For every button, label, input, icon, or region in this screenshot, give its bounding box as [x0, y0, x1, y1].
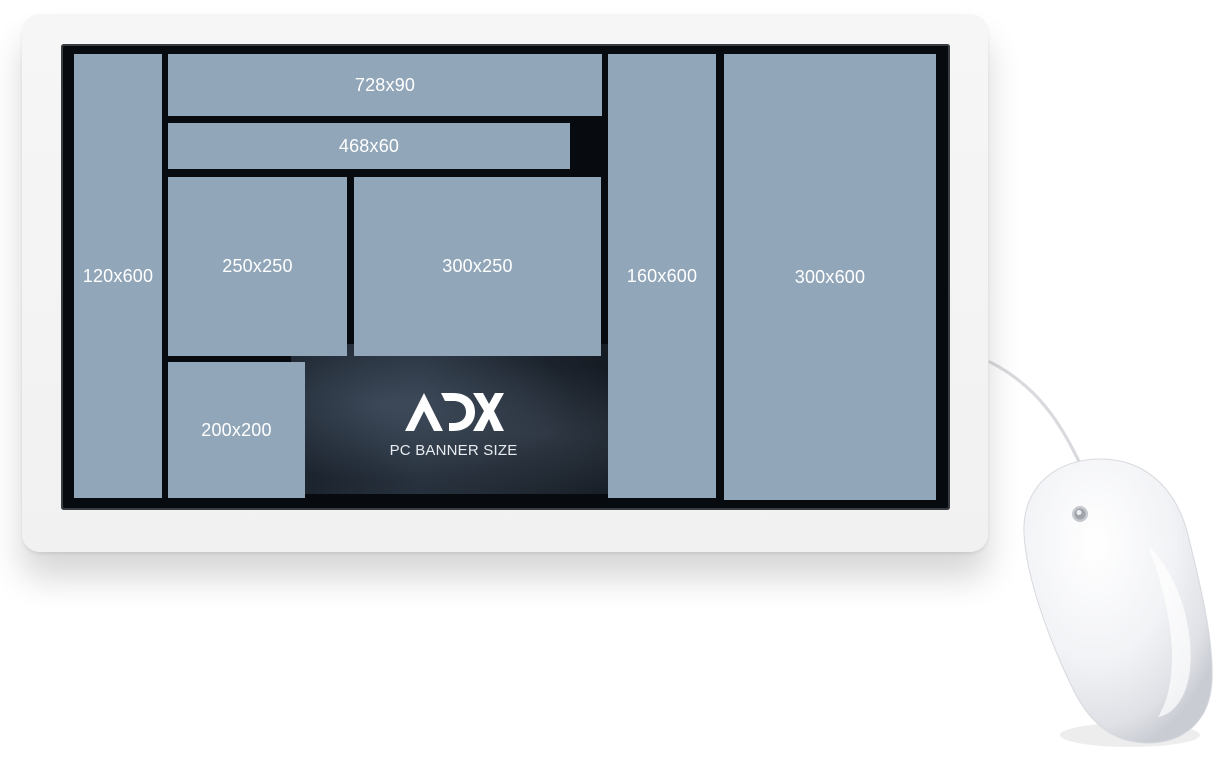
banner-label: 200x200: [201, 419, 272, 440]
banner-label: 728x90: [354, 74, 416, 95]
banner-label: 300x250: [442, 256, 513, 276]
banner-label: 120x600: [82, 265, 154, 286]
banner-200x200: 200x200: [168, 362, 305, 498]
banner-160x600: 160x600: [608, 54, 716, 498]
banner-label: 468x60: [338, 135, 400, 156]
screen-background-photo: [291, 344, 611, 494]
banner-label: 160x600: [626, 265, 698, 286]
banner-300x600: 300x600: [724, 54, 936, 500]
banner-label: 300x600: [794, 266, 866, 287]
adx-logo-block: PC BANNER SIZE: [389, 389, 518, 469]
banner-468x60: 468x60: [168, 123, 570, 169]
adx-logo-icon: [404, 393, 504, 431]
logo-caption: PC BANNER SIZE: [389, 442, 518, 459]
banner-300x250: 300x250: [354, 177, 601, 356]
banner-120x600: 120x600: [74, 54, 162, 498]
monitor-screen: 120x600 728x90 468x60 250x250 300x250 20…: [61, 44, 950, 510]
banner-728x90: 728x90: [168, 54, 602, 116]
banner-250x250: 250x250: [168, 177, 347, 356]
computer-mouse-icon: [1023, 458, 1213, 747]
banner-label: 250x250: [222, 256, 293, 276]
